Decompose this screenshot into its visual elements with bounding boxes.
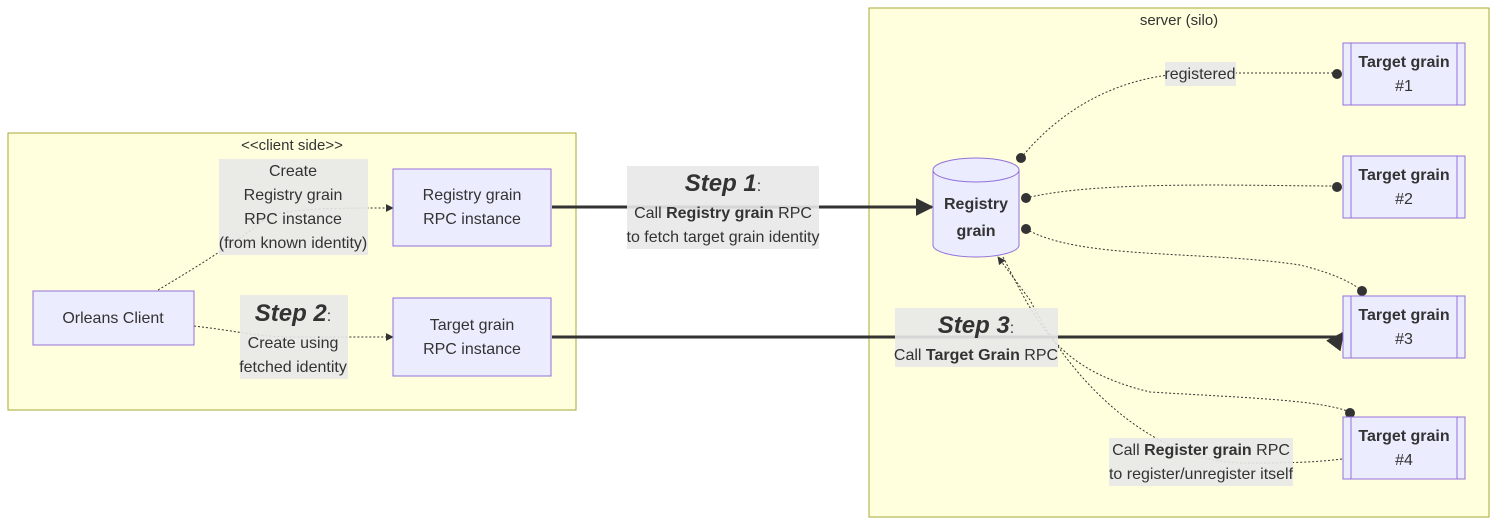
edge-end-dot [1332, 69, 1342, 79]
step3-line-1-bold: Target Grain [926, 347, 1020, 364]
step3-line-1: Call Target Grain RPC [894, 347, 1058, 364]
registry-rpc-node[interactable]: Registry grain RPC instance [392, 168, 552, 247]
edge-end-dot [1021, 224, 1031, 234]
register-line-1: Call Register grain RPC [1112, 442, 1290, 459]
target-grain-3-line-1: Target grain [1358, 307, 1449, 324]
register-line-2: to register/unregister itself [1109, 466, 1294, 483]
step2-label: Step 2: Create using fetched identity [239, 295, 348, 379]
step2-line-1: Create using [248, 335, 339, 352]
register-line-1-pre: Call [1112, 442, 1144, 459]
target-rpc-line-1: Target grain [430, 317, 515, 334]
edge-registered-4 [1002, 256, 1351, 413]
target-rpc-node[interactable]: Target grain RPC instance [392, 297, 552, 377]
target-grain-2-line-2: #2 [1395, 191, 1413, 208]
step3-label: Step 3: Call Target Grain RPC [894, 308, 1058, 367]
registry-grain-line-2: grain [956, 223, 995, 240]
step3-colon: : [1010, 320, 1014, 337]
step1-line-1-post: RPC [774, 205, 812, 222]
edge-end-dot [1332, 182, 1342, 192]
edge-end-dot [1021, 193, 1031, 203]
step1-title: Step 1 [685, 170, 757, 197]
target-grain-3-line-2: #3 [1395, 331, 1413, 348]
registry-rpc-line-1: Registry grain [423, 187, 522, 204]
register-line-1-bold: Register grain [1144, 442, 1252, 459]
step1-line-2: to fetch target grain identity [627, 229, 820, 246]
orleans-client-label: Orleans Client [62, 310, 164, 327]
step1-line-1-bold: Registry grain [666, 205, 774, 222]
create-registry-label: Create Registry grain RPC instance (from… [219, 159, 368, 255]
step3-line-1-pre: Call [894, 347, 926, 364]
step2-title: Step 2 [255, 300, 328, 327]
target-rpc-line-2: RPC instance [423, 341, 521, 358]
registry-rpc-line-2: RPC instance [423, 211, 521, 228]
edge-end-dot [1345, 408, 1355, 418]
target-grain-4-line-1: Target grain [1358, 428, 1449, 445]
client-cluster-title: <<client side>> [241, 137, 343, 154]
step2-line-2: fetched identity [239, 359, 347, 376]
edge-step3 [552, 331, 1345, 352]
step1-colon: : [757, 178, 761, 195]
create-registry-line-2: Registry grain [244, 187, 343, 204]
registered-label: registered [1164, 62, 1236, 86]
target-grain-3-node[interactable]: Target grain #3 [1342, 295, 1466, 359]
step3-line-1-post: RPC [1020, 347, 1058, 364]
step2-title-line: Step 2: [255, 300, 331, 327]
step1-line-1-pre: Call [634, 205, 666, 222]
target-grain-1-line-2: #1 [1395, 78, 1413, 95]
edge-end-dot [1357, 286, 1367, 296]
registered-text: registered [1164, 66, 1235, 83]
step2-colon: : [327, 308, 331, 325]
orleans-client-node[interactable]: Orleans Client [32, 290, 195, 346]
target-grain-4-line-2: #4 [1395, 452, 1413, 469]
target-grain-4-node[interactable]: Target grain #4 [1342, 416, 1466, 480]
edge-registered-2 [1025, 184, 1338, 199]
step1-label: Step 1: Call Registry grain RPC to fetch… [627, 166, 820, 249]
registry-grain-line-1: Registry [944, 196, 1008, 213]
register-line-1-post: RPC [1252, 442, 1290, 459]
step3-title: Step 3 [938, 312, 1011, 339]
register-call-label: Call Register grain RPC to register/unre… [1109, 438, 1294, 486]
step1-line-1: Call Registry grain RPC [634, 205, 812, 222]
target-grain-2-node[interactable]: Target grain #2 [1342, 155, 1466, 219]
step3-title-line: Step 3: [938, 312, 1014, 339]
edge-end-dot [1016, 153, 1026, 163]
target-grain-2-line-1: Target grain [1358, 167, 1449, 184]
edge-register-call [997, 256, 1343, 464]
create-registry-line-1: Create [269, 163, 317, 180]
target-grain-1-line-1: Target grain [1358, 54, 1449, 71]
create-registry-line-4: (from known identity) [219, 235, 368, 252]
target-grain-1-node[interactable]: Target grain #1 [1342, 42, 1466, 106]
server-cluster-title: server (silo) [1140, 12, 1218, 29]
registry-grain-node[interactable]: Registry grain [932, 157, 1020, 258]
create-registry-line-3: RPC instance [244, 211, 342, 228]
step1-title-line: Step 1: [685, 170, 761, 197]
